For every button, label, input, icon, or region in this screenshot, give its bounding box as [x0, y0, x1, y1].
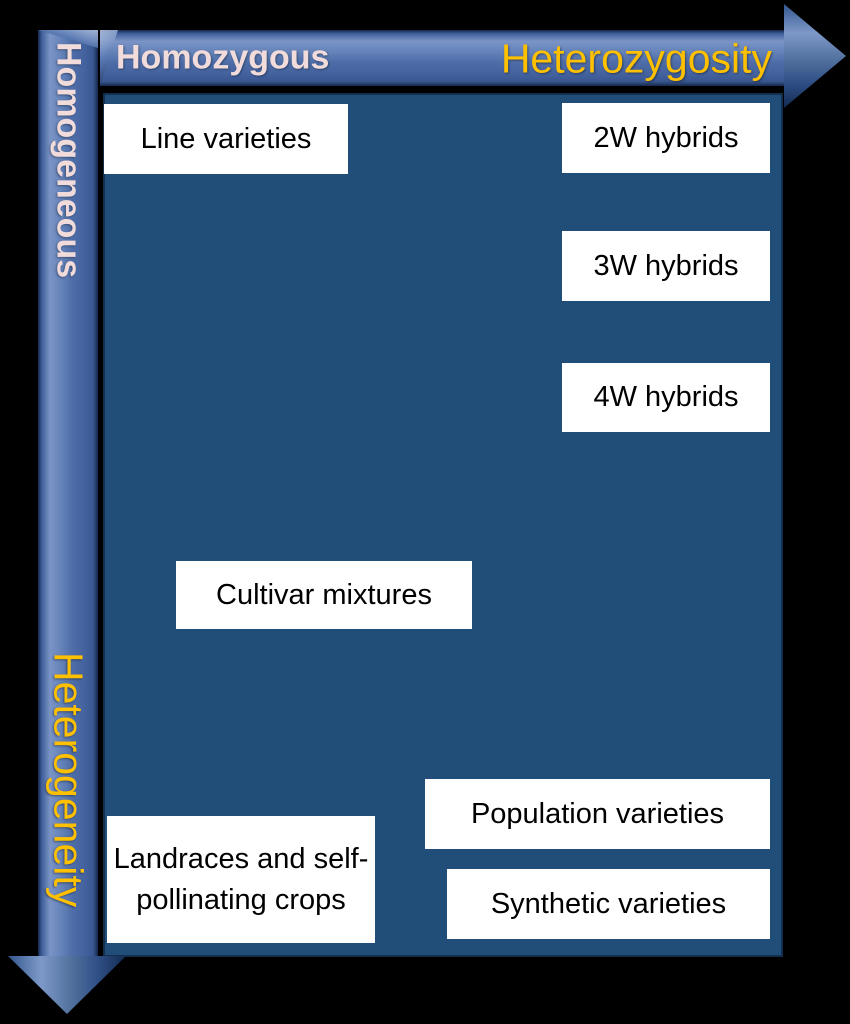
- box-label: 2W hybrids: [593, 121, 739, 154]
- box-population-varieties: Population varieties: [425, 779, 770, 849]
- top-axis-left-label: Homozygous: [116, 38, 330, 77]
- box-cultivar-mixtures: Cultivar mixtures: [176, 561, 472, 629]
- box-label: Cultivar mixtures: [216, 578, 432, 611]
- box-4w-hybrids: 4W hybrids: [562, 363, 770, 432]
- box-label: Line varieties: [140, 122, 312, 155]
- box-label: Landraces and self-pollinating crops: [113, 843, 369, 916]
- box-label: Population varieties: [470, 797, 725, 830]
- top-axis-arrow: Homozygous Heterozygosity: [100, 30, 788, 86]
- box-landraces-self-pollinating-crops: Landraces and self-pollinating crops: [107, 816, 375, 943]
- right-arrowhead-icon: [784, 4, 846, 108]
- top-axis-right-label: Heterozygosity: [500, 35, 772, 82]
- left-axis-bottom-label: Heterogeneity: [45, 652, 92, 908]
- left-axis-top-label: Homogeneous: [49, 42, 88, 279]
- box-line-varieties: Line varieties: [104, 104, 348, 174]
- box-label: 3W hybrids: [593, 249, 739, 282]
- box-label: 4W hybrids: [593, 381, 739, 414]
- left-axis-arrow: Homogeneous Heterogeneity: [38, 30, 98, 958]
- box-2w-hybrids: 2W hybrids: [562, 103, 770, 173]
- down-arrowhead-icon: [8, 956, 126, 1014]
- box-label: Synthetic varieties: [490, 887, 727, 920]
- box-3w-hybrids: 3W hybrids: [562, 231, 770, 301]
- box-synthetic-varieties: Synthetic varieties: [447, 869, 770, 939]
